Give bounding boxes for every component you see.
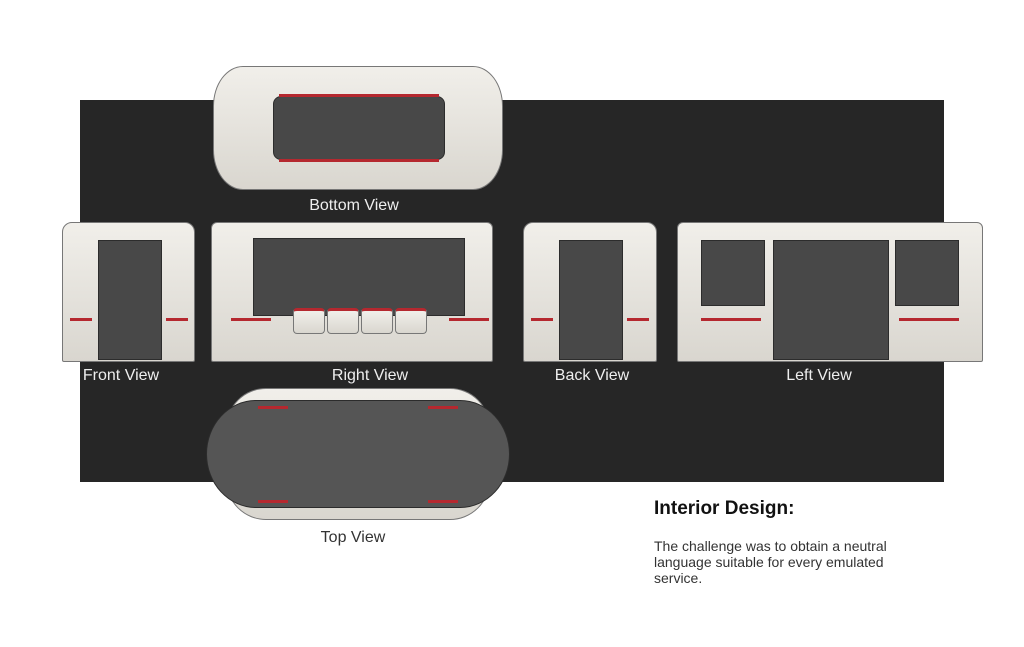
section-heading: Interior Design: (654, 498, 795, 519)
right-view-render (211, 222, 493, 362)
section-description: The challenge was to obtain a neutral la… (654, 538, 887, 586)
front-view-label: Front View (82, 367, 160, 384)
right-view-label: Right View (331, 367, 409, 384)
front-view-render (62, 222, 195, 362)
top-view-label: Top View (320, 529, 386, 546)
left-view-render (677, 222, 983, 362)
back-view-label: Back View (554, 367, 630, 384)
bottom-view-label: Bottom View (309, 197, 399, 214)
back-view-render (523, 222, 657, 362)
left-view-label: Left View (786, 367, 852, 384)
top-view-render (206, 388, 510, 520)
bottom-view-render (213, 66, 503, 190)
